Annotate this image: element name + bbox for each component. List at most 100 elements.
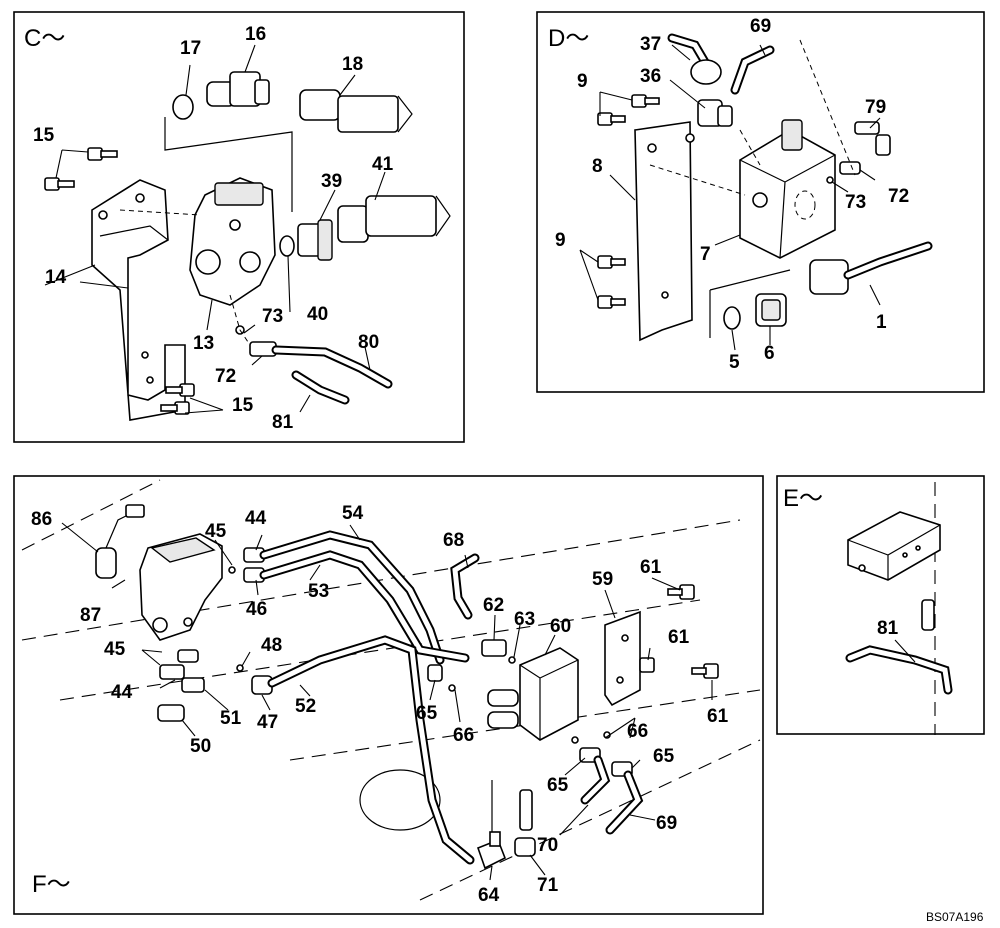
- fitting-16: [206, 71, 270, 107]
- o-ring-73-d: [826, 176, 834, 184]
- part-label: 46: [246, 599, 267, 620]
- part-label: 9: [577, 71, 588, 92]
- bolt-61: [639, 657, 655, 673]
- part-label: 61: [640, 557, 662, 578]
- part-label: 53: [308, 581, 329, 602]
- fitting-79: [854, 121, 891, 156]
- part-label: 14: [45, 267, 67, 288]
- bolt-15: [165, 383, 195, 397]
- panel-d-frame: [536, 11, 985, 393]
- floor-hole: [359, 769, 441, 831]
- fitting-65: [427, 664, 443, 682]
- o-ring-40: [279, 235, 295, 257]
- part-label: 73: [845, 192, 866, 213]
- part-label: 15: [232, 395, 254, 416]
- bracket-hole: [135, 193, 145, 203]
- part-label: 47: [257, 712, 278, 733]
- part-label: 37: [640, 34, 661, 55]
- part-label: 81: [877, 618, 899, 639]
- fitting-e: [921, 599, 935, 631]
- o-ring-48: [236, 664, 244, 672]
- o-ring-5: [723, 306, 741, 330]
- hose-end-1: [809, 259, 849, 295]
- fitting-62: [481, 639, 507, 657]
- part-label: 59: [592, 569, 613, 590]
- part-label: 65: [653, 746, 675, 767]
- fitting-71: [514, 837, 536, 857]
- part-label: 62: [483, 595, 504, 616]
- part-label: 45: [205, 521, 227, 542]
- part-label: 1: [876, 312, 887, 333]
- fitting-51: [181, 677, 205, 693]
- reference-code: BS07A196: [926, 910, 984, 924]
- valve-block-60: [519, 647, 579, 741]
- part-label: 40: [307, 304, 328, 325]
- valve-port: [239, 251, 261, 273]
- part-label: 17: [180, 38, 201, 59]
- part-label: 7: [700, 244, 711, 265]
- leader-lines-c: [44, 44, 386, 414]
- section-title-f: F～: [32, 871, 71, 898]
- part-label: 80: [358, 332, 379, 353]
- part-label: 13: [193, 333, 214, 354]
- part-label: 6: [764, 343, 775, 364]
- pedal-valve: [139, 533, 223, 641]
- block-e: [847, 511, 941, 581]
- part-label: 45: [104, 639, 126, 660]
- part-label: 81: [272, 412, 294, 433]
- part-label: 72: [215, 366, 236, 387]
- o-ring-17: [172, 94, 194, 120]
- part-label: 66: [453, 725, 474, 746]
- part-label: 39: [321, 171, 342, 192]
- part-label: 70: [537, 835, 558, 856]
- part-label: 41: [372, 154, 394, 175]
- o-ring-63: [508, 656, 516, 664]
- frame-outline: [21, 479, 761, 901]
- leader-lines-d: [579, 44, 881, 351]
- part-label: 72: [888, 186, 909, 207]
- bolt-15: [160, 401, 190, 415]
- panel-c-frame: [13, 11, 465, 443]
- part-label: 86: [31, 509, 52, 530]
- part-label: 8: [592, 156, 603, 177]
- fitting-50: [157, 704, 185, 722]
- part-label: 87: [80, 605, 101, 626]
- part-label: 50: [190, 736, 211, 757]
- valve-port: [195, 249, 221, 275]
- panel-c-drawing: [44, 44, 451, 421]
- elbow-36: [697, 99, 733, 127]
- part-label: 69: [656, 813, 677, 834]
- part-label: 16: [245, 24, 266, 45]
- fitting-44b: [159, 664, 185, 680]
- bracket-8: [634, 121, 693, 342]
- bracket-14: [91, 179, 186, 421]
- bolt-9: [597, 295, 626, 309]
- part-label: 48: [261, 635, 282, 656]
- panel-d-drawing: [579, 33, 933, 351]
- part-label: 66: [627, 721, 648, 742]
- bracket-hole: [146, 376, 154, 384]
- bolt-15: [44, 177, 75, 191]
- bolt-61: [691, 663, 719, 679]
- bolt-9: [631, 94, 660, 108]
- bolt-15: [87, 147, 118, 161]
- fitting-39: [297, 219, 333, 261]
- part-label: 69: [750, 16, 771, 37]
- part-label: 61: [707, 706, 729, 727]
- part-label: 71: [537, 875, 559, 896]
- valve-port-small: [229, 219, 241, 231]
- o-ring-66: [448, 684, 456, 692]
- bolt-9: [597, 112, 626, 126]
- part-label: 36: [640, 66, 661, 87]
- part-label: 60: [550, 616, 571, 637]
- panel-f-drawing: [21, 479, 761, 901]
- part-label: 63: [514, 609, 535, 630]
- bracket-14-edge: [99, 225, 169, 241]
- bolt-61: [667, 584, 695, 600]
- panel-e-drawing: [845, 482, 953, 735]
- part-label: 9: [555, 230, 566, 251]
- part-label: 68: [443, 530, 464, 551]
- valve-cap: [781, 119, 803, 151]
- valve-13-top: [214, 182, 264, 206]
- switch-86: [95, 547, 117, 579]
